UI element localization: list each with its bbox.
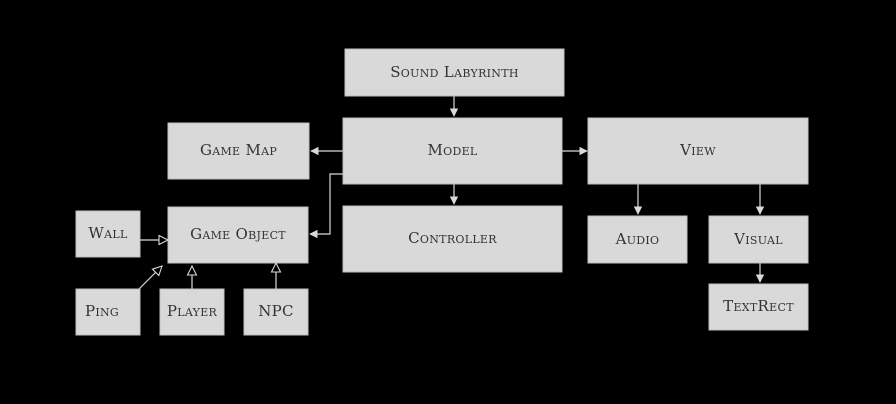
edge-model-to-game-object	[309, 173, 343, 239]
node-visual: Visual	[708, 215, 809, 264]
node-text-rect: TextRect	[708, 283, 809, 331]
node-controller-label: Controller	[408, 229, 497, 247]
node-ping: Ping	[75, 288, 141, 336]
node-npc: NPC	[243, 288, 309, 336]
node-text-rect-label: TextRect	[723, 297, 794, 315]
node-model: Model	[342, 117, 563, 185]
node-player-label: Player	[167, 302, 218, 320]
node-audio: Audio	[587, 215, 688, 264]
node-view: View	[587, 117, 809, 185]
node-view-label: View	[679, 141, 716, 159]
node-player: Player	[159, 288, 225, 336]
node-model-label: Model	[427, 141, 477, 159]
node-game-map-label: Game Map	[200, 141, 277, 159]
edge-ping-inherits-game-object	[137, 266, 162, 291]
node-sound-labyrinth: Sound Labyrinth	[344, 48, 565, 97]
node-controller: Controller	[342, 205, 563, 273]
node-game-map: Game Map	[167, 122, 310, 180]
node-ping-label: Ping	[85, 302, 119, 320]
node-wall: Wall	[75, 210, 141, 258]
node-npc-label: NPC	[258, 302, 294, 320]
node-game-object: Game Object	[167, 206, 309, 264]
node-wall-label: Wall	[88, 224, 128, 242]
node-game-object-label: Game Object	[190, 225, 286, 243]
node-sound-labyrinth-label: Sound Labyrinth	[390, 63, 519, 81]
connectors	[137, 96, 765, 291]
node-audio-label: Audio	[615, 230, 660, 248]
node-visual-label: Visual	[733, 230, 783, 248]
